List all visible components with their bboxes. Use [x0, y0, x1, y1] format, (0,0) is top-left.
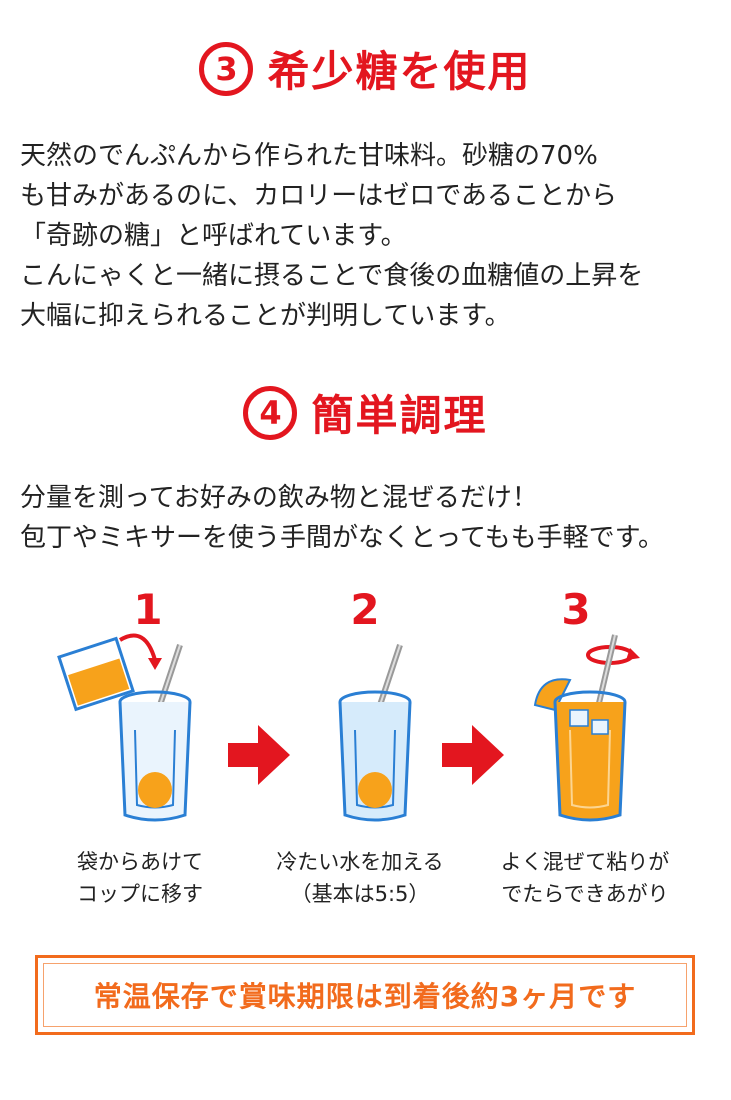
step-3-number: 3	[561, 585, 591, 634]
section3-body: 天然のでんぷんから作られた甘味料。砂糖の70% も甘みがあるのに、カロリーはゼロ…	[20, 141, 644, 331]
step-1-number: 1	[133, 585, 163, 634]
section3-number-badge: 3	[199, 41, 254, 96]
add-water-glass-icon	[338, 644, 412, 822]
step-2: 2	[255, 585, 475, 635]
arrow-right-icon	[228, 725, 290, 785]
pour-packet-glass-icon	[57, 633, 192, 822]
section4-header: 4 簡単調理	[0, 382, 731, 443]
step-3-caption: よく混ぜて粘りが でたらできあがり	[500, 850, 670, 906]
section3-title: 希少糖を使用	[267, 47, 532, 96]
section4-title: 簡単調理	[311, 391, 488, 440]
step-1: 1	[38, 585, 258, 635]
notice-text: 常温保存で賞味期限は到着後約3ヶ月です	[93, 980, 637, 1013]
shelf-life-notice: 常温保存で賞味期限は到着後約3ヶ月です	[35, 955, 695, 1035]
arrow-right-icon	[442, 725, 504, 785]
section4-body: 分量を測ってお好みの飲み物と混ぜるだけ！ 包丁やミキサーを使う手間がなくとっても…	[20, 483, 665, 553]
section4-number-badge: 4	[243, 385, 298, 440]
step-3: 3	[466, 585, 686, 635]
step-2-number: 2	[350, 585, 380, 634]
step-1-caption: 袋からあけて コップに移す	[77, 850, 203, 906]
section3-header: 3 希少糖を使用	[0, 38, 731, 99]
stir-glass-icon	[533, 634, 640, 822]
step-2-caption: 冷たい水を加える （基本は5:5）	[276, 850, 444, 906]
notice-inner-border	[43, 963, 687, 1027]
